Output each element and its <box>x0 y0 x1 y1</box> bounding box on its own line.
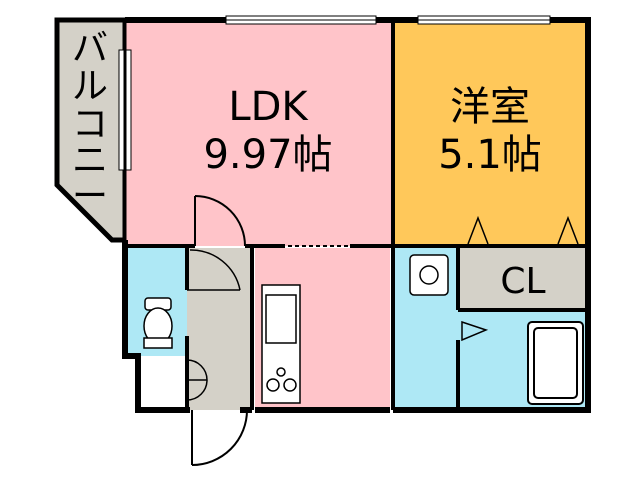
ldk-room <box>125 20 393 246</box>
western-name: 洋室 <box>450 84 530 130</box>
ldk-name: LDK <box>228 84 309 130</box>
storage-room <box>138 356 188 410</box>
kitchen-counter <box>261 284 301 404</box>
balcony-label: バ ル コ ニ ー <box>72 28 108 217</box>
toilet-door <box>187 249 241 291</box>
balcony-char-3: コ <box>72 104 108 145</box>
interior-walls <box>125 20 588 410</box>
balcony-char-2: ル <box>72 66 108 107</box>
bath-door-marker <box>461 320 489 342</box>
wash-basin <box>409 254 449 296</box>
balcony-area <box>54 17 128 243</box>
storage-door <box>186 359 208 401</box>
toilet-fixture <box>143 297 173 349</box>
ldk-size: 9.97帖 <box>203 132 332 178</box>
ldk-door <box>194 195 246 247</box>
western-size: 5.1帖 <box>438 132 542 178</box>
closet-door-marker <box>467 215 579 245</box>
western-room <box>393 20 588 246</box>
balcony-char-5: ー <box>72 176 108 217</box>
balcony-char-1: バ <box>72 28 108 69</box>
corridor <box>187 248 252 410</box>
balcony-char-4: ニ <box>72 140 108 181</box>
closet-area <box>458 248 588 310</box>
bathtub <box>527 321 584 405</box>
entrance-door <box>191 409 248 466</box>
closet-label: CL <box>500 261 545 302</box>
